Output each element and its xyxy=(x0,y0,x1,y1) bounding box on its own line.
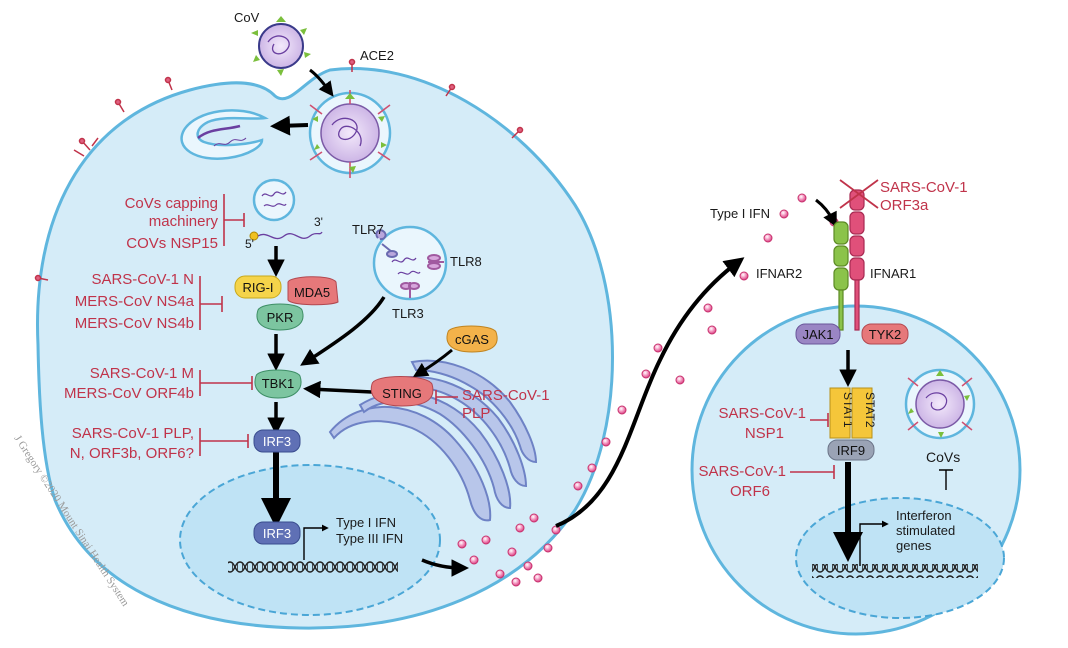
covs-inhibition-bar xyxy=(939,469,953,490)
incoming-virus xyxy=(251,16,311,76)
inhibitor-orf6-line2: ORF6 xyxy=(730,483,770,500)
node-jak1: JAK1 xyxy=(795,323,841,345)
inhibitor-irf3-line2: N, ORF3b, ORF6? xyxy=(70,445,194,462)
pathway-arrows-left xyxy=(261,68,469,577)
dna-helix-left xyxy=(228,560,398,574)
left-nucleus xyxy=(179,464,441,616)
inhibitor-capping-line2: machinery xyxy=(149,213,219,230)
inhibitor-capping: CoVs capping machinery COVs NSP15 xyxy=(125,195,219,252)
covs-label: CoVs xyxy=(926,449,960,465)
right-cell xyxy=(690,179,1022,636)
inhibitor-nsp1-line1: SARS-CoV-1 xyxy=(718,405,806,422)
five-prime-label: 5' xyxy=(245,237,254,251)
node-pkr: PKR xyxy=(256,303,304,331)
isg-label-line2: stimulated xyxy=(896,523,955,538)
inhibitor-rigi: SARS-CoV-1 N MERS-CoV NS4a MERS-CoV NS4b xyxy=(75,271,195,332)
inhibitor-sting-line2: PLP xyxy=(462,405,490,422)
node-stat2-label: STAT2 xyxy=(863,392,877,428)
node-irf9: IRF9 xyxy=(827,439,875,461)
inhibitor-irf3: SARS-CoV-1 PLP, N, ORF3b, ORF6? xyxy=(70,425,194,462)
fusing-endosome xyxy=(180,109,269,160)
inhibitor-orf3a: SARS-CoV-1 ORF3a xyxy=(880,179,968,214)
three-prime-label: 3' xyxy=(314,215,323,229)
inhibitor-orf6: SARS-CoV-1 ORF6 xyxy=(698,463,786,500)
golgi-apparatus xyxy=(328,359,538,522)
tlr3-icon xyxy=(400,282,420,298)
inhibitor-sting-line1: SARS-CoV-1 xyxy=(462,387,550,404)
isg-label-line3: genes xyxy=(896,538,932,553)
ifn-particles xyxy=(457,193,847,587)
node-irf3-nuclear: IRF3 xyxy=(253,521,301,545)
node-irf3: IRF3 xyxy=(253,429,301,453)
tlr-endosome xyxy=(372,225,448,301)
node-tbk1-label: TBK1 xyxy=(262,376,295,391)
transcription-arrow-left xyxy=(303,524,329,560)
dna-helix-right xyxy=(812,564,978,578)
inhibition-bars-left xyxy=(199,194,458,456)
ifn-binding-arrow xyxy=(815,198,837,228)
ifnar2-receptor xyxy=(833,221,849,331)
type3-ifn-label: Type III IFN xyxy=(336,531,403,546)
inhibitor-nsp1: SARS-CoV-1 NSP1 xyxy=(718,405,806,442)
inhibitor-orf3a-line2: ORF3a xyxy=(880,197,929,214)
inhibitor-irf3-line1: SARS-CoV-1 PLP, xyxy=(72,425,194,442)
node-mda5: MDA5 xyxy=(287,276,339,306)
rna-vesicle xyxy=(252,178,296,222)
node-rigi-label: RIG-I xyxy=(242,280,273,295)
node-irf3-nuclear-label: IRF3 xyxy=(263,526,291,541)
node-jak1-label: JAK1 xyxy=(802,327,833,342)
inhibitor-capping-line1: CoVs capping xyxy=(125,195,218,212)
node-tbk1: TBK1 xyxy=(254,369,302,399)
tlr8-icon xyxy=(427,254,444,270)
node-cgas: cGAS xyxy=(446,325,498,353)
ifnar-cross-icon xyxy=(839,179,879,209)
pathway-arrows-right xyxy=(833,350,889,566)
type1-ifn-right-label: Type I IFN xyxy=(710,206,770,221)
node-cgas-label: cGAS xyxy=(455,332,489,347)
node-irf3-label: IRF3 xyxy=(263,434,291,449)
inhibitor-orf3a-line1: SARS-CoV-1 xyxy=(880,179,968,196)
inhibitor-tbk1-line1: SARS-CoV-1 M xyxy=(90,365,194,382)
inhibitor-nsp1-line2: NSP1 xyxy=(745,425,784,442)
endosome-virus xyxy=(308,90,392,178)
node-tyk2-label: TYK2 xyxy=(869,327,902,342)
tlr7-label: TLR7 xyxy=(352,222,384,237)
type1-ifn-label: Type I IFN xyxy=(336,515,396,530)
tlr8-label: TLR8 xyxy=(450,254,482,269)
node-sting-label: STING xyxy=(382,386,422,401)
node-sting: STING xyxy=(370,376,434,407)
node-irf9-label: IRF9 xyxy=(837,443,865,458)
ace2-label: ACE2 xyxy=(360,48,394,63)
left-cell xyxy=(34,16,614,630)
node-pkr-label: PKR xyxy=(267,310,294,325)
tlr7-icon xyxy=(375,229,398,258)
secretion-arrow xyxy=(555,257,745,528)
node-stat2: STAT2 xyxy=(851,387,877,439)
inhibitor-rigi-line2: MERS-CoV NS4a xyxy=(75,293,195,310)
capped-rna xyxy=(249,231,323,241)
cov-label: CoV xyxy=(234,10,260,25)
ifnar2-label: IFNAR2 xyxy=(756,266,802,281)
right-endosome-virus xyxy=(904,368,976,440)
node-rigi: RIG-I xyxy=(234,275,282,299)
inhibitor-tbk1: SARS-CoV-1 M MERS-CoV ORF4b xyxy=(64,365,194,402)
tlr3-label: TLR3 xyxy=(392,306,424,321)
inhibitor-rigi-line3: MERS-CoV NS4b xyxy=(75,315,194,332)
inhibitor-rigi-line1: SARS-CoV-1 N xyxy=(91,271,194,288)
inhibition-bars-right xyxy=(790,413,835,479)
inhibitor-capping-line3: COVs NSP15 xyxy=(126,235,218,252)
inhibitor-orf6-line1: SARS-CoV-1 xyxy=(698,463,786,480)
node-tyk2: TYK2 xyxy=(861,323,909,345)
ifnar1-label: IFNAR1 xyxy=(870,266,916,281)
ifnar1-receptor xyxy=(849,189,865,331)
ace2-receptors xyxy=(34,58,524,282)
inhibitor-sting: SARS-CoV-1 PLP xyxy=(462,387,550,422)
node-mda5-label: MDA5 xyxy=(294,285,330,300)
inhibitor-tbk1-line2: MERS-CoV ORF4b xyxy=(64,385,194,402)
isg-label-line1: Interferon xyxy=(896,508,952,523)
